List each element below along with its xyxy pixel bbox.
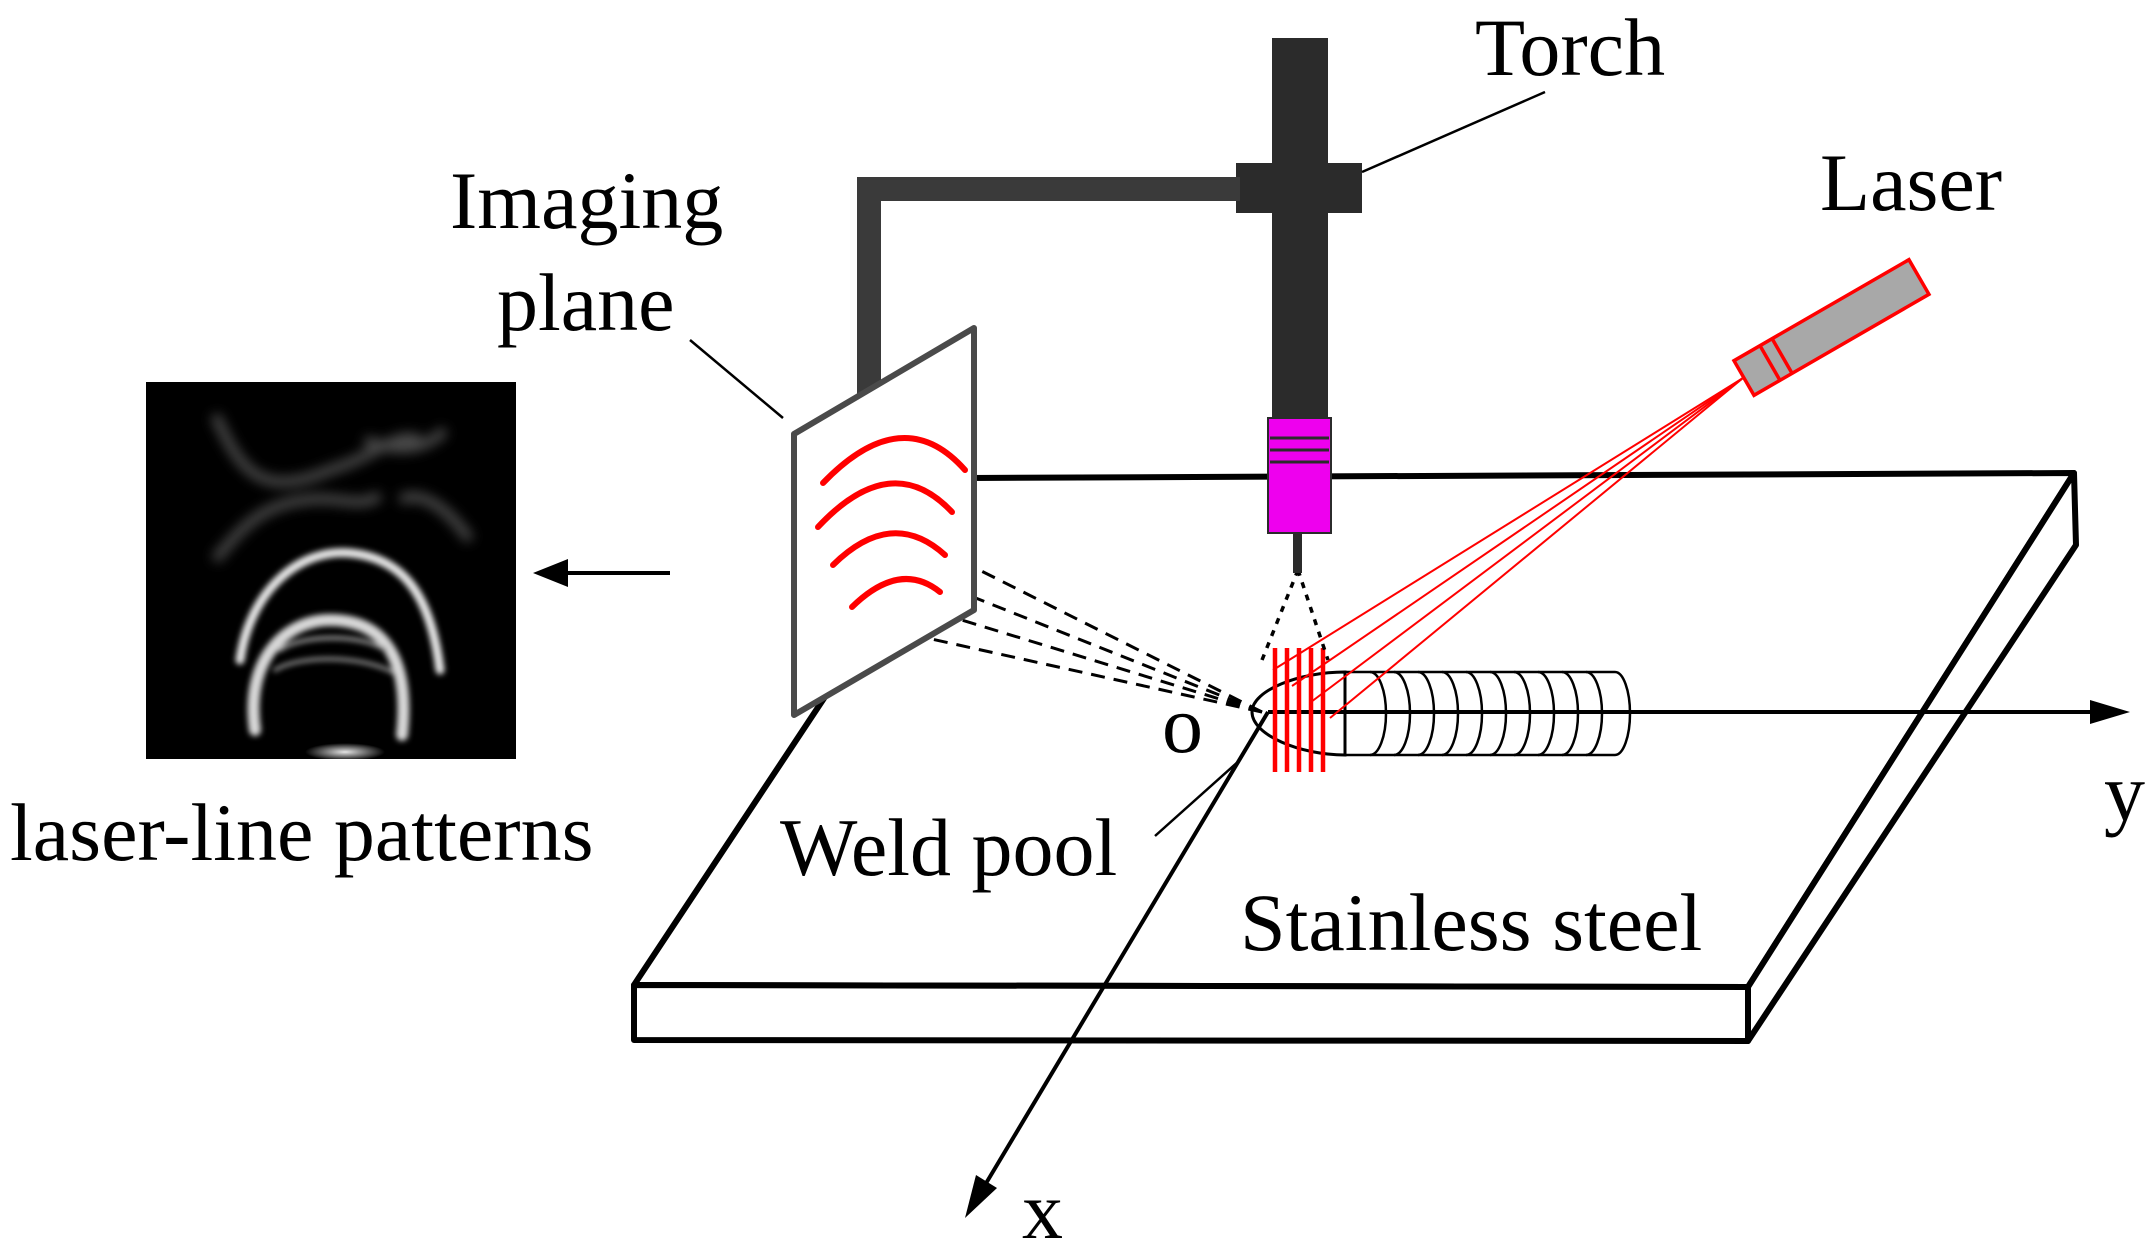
laser-line-pattern-image [146,382,516,761]
torch [1236,38,1362,573]
torch-body [1272,38,1328,420]
reflected-pattern-arcs [815,435,968,610]
left-arrow-icon [533,559,670,587]
imaging-plane-label-line2: plane [497,257,675,348]
imaging-plane-label-line1: Imaging [450,155,723,246]
torch-leader [1361,90,1546,174]
laser-line-patterns-label: laser-line patterns [10,787,594,878]
leader-lines [689,90,1546,837]
weld-pool-leader [1154,759,1241,837]
laser-source [1731,257,1932,398]
projected-laser-lines [1272,648,1326,772]
plate-front-face [631,982,1751,1044]
steel-plate [631,470,2079,1044]
torch-nozzle [1267,417,1332,534]
origin-label: o [1162,679,1203,770]
imaging-plane-frame [791,325,977,718]
y-axis-arrowhead [2090,700,2130,724]
coordinate-axes [965,700,2130,1218]
weld-pool-label: Weld pool [780,802,1117,893]
tungsten-electrode [1293,533,1302,573]
imaging-plane-leader [689,339,784,419]
x-axis-arrowhead [965,1175,997,1218]
stainless-steel-label: Stainless steel [1240,877,1702,968]
x-axis-label: x [1022,1165,1063,1250]
plate-side-face [1745,470,2079,1044]
imaging-plane [791,325,977,718]
x-axis-line [983,710,1270,1187]
torch-clamp [1236,163,1362,213]
support-arm [857,177,1240,418]
arc-cone [1260,569,1330,661]
laser-beams [1272,377,1744,719]
laser-label: Laser [1820,137,2002,228]
torch-label: Torch [1475,2,1665,93]
y-axis-label: y [2104,747,2145,838]
